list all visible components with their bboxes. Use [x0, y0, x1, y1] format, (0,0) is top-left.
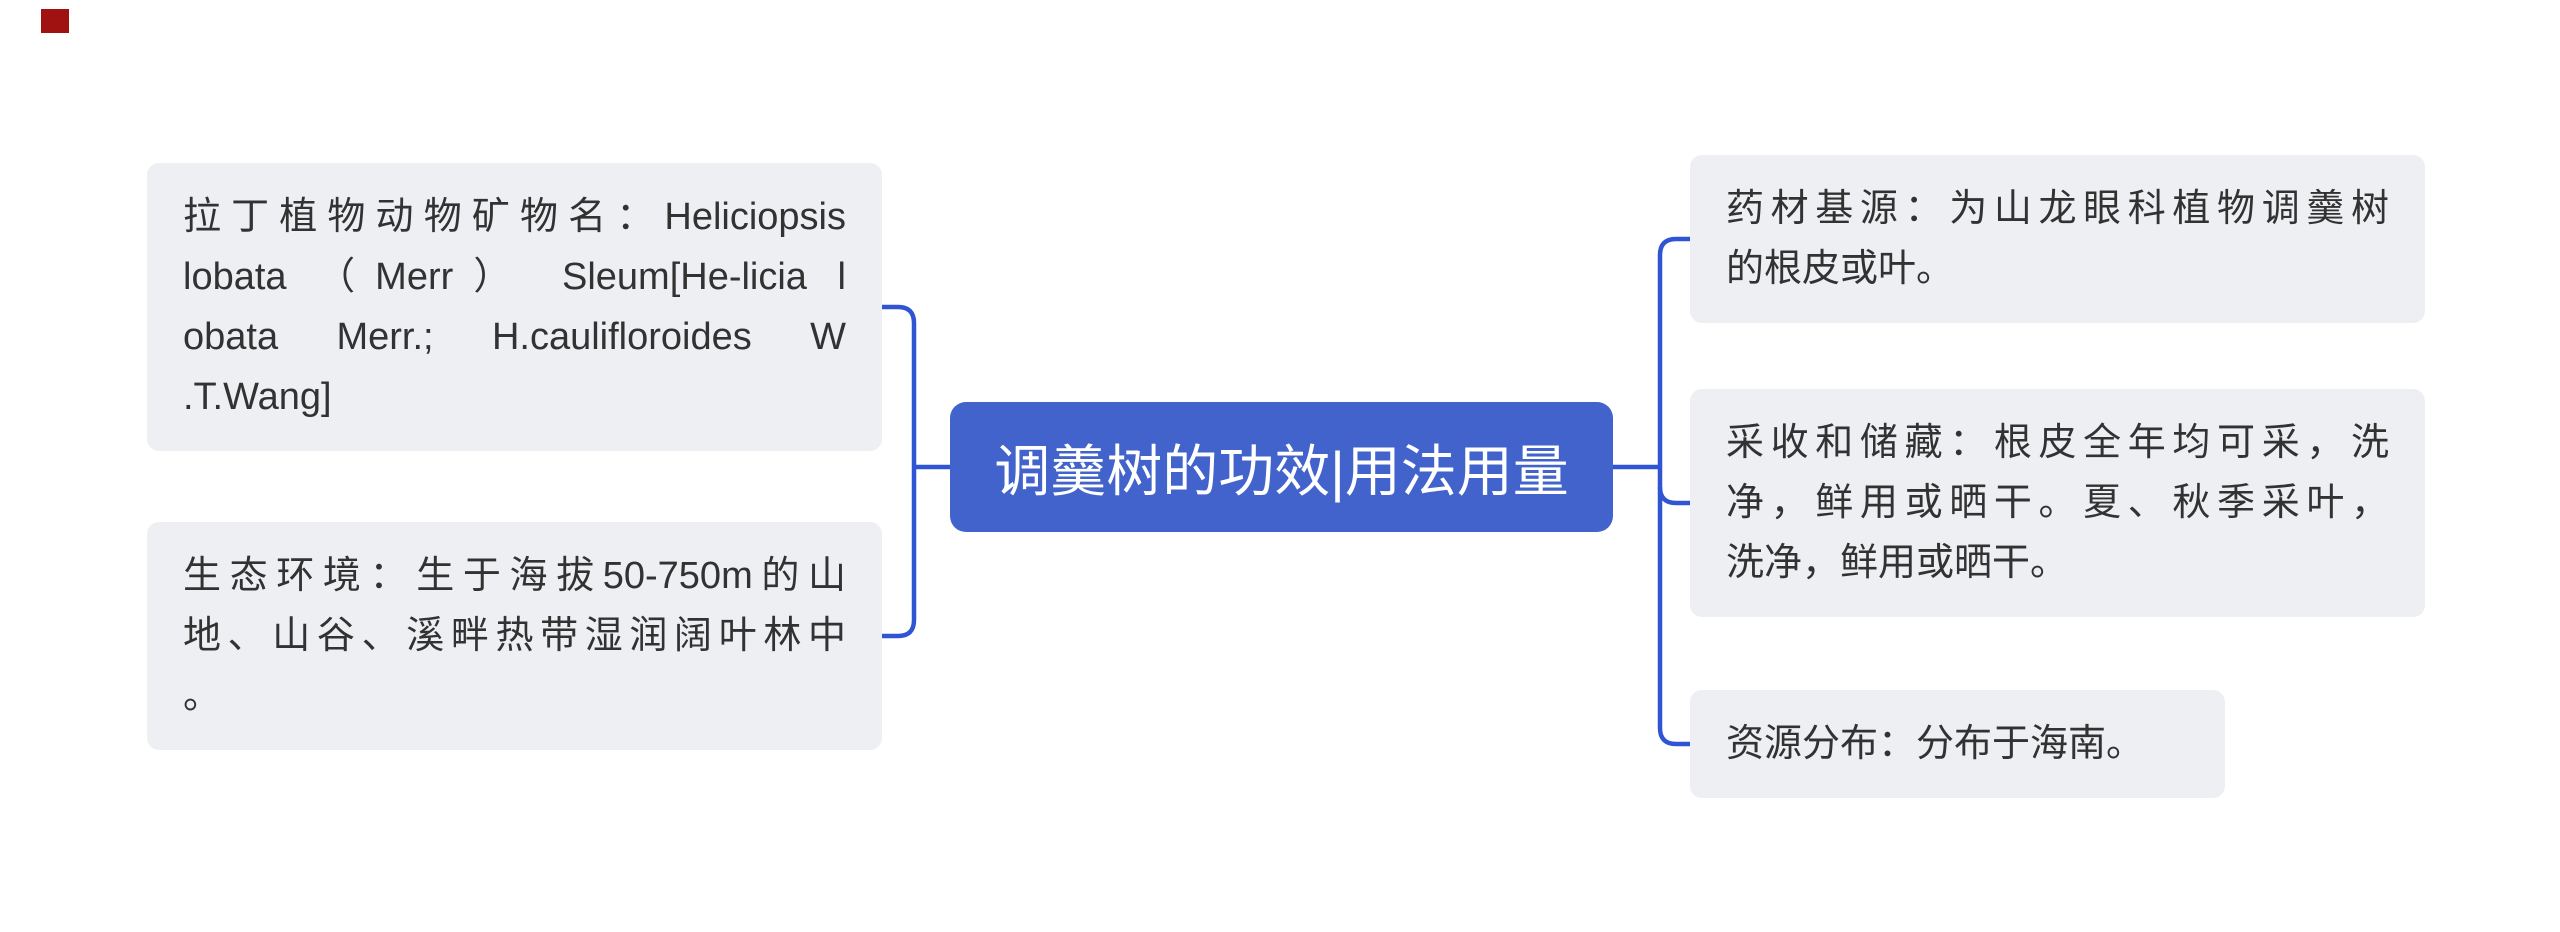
node-text-line: 药材基源：为山龙眼科植物调羹树 — [1726, 188, 2389, 230]
node-text-line: 采收和储藏：根皮全年均可采，洗 — [1726, 422, 2389, 464]
node-text-line: 资源分布：分布于海南。 — [1726, 723, 2145, 765]
branch-node-harvest-storage[interactable]: 采收和储藏：根皮全年均可采，洗 净，鲜用或晒干。夏、秋季采叶， 洗净，鲜用或晒干… — [1690, 389, 2425, 617]
node-text-line: 拉丁植物动物矿物名：Heliciopsis — [183, 196, 846, 238]
node-text-line: 。 — [183, 675, 222, 717]
node-text-line: 净，鲜用或晒干。夏、秋季采叶， — [1726, 482, 2389, 524]
root-node[interactable]: 调羹树的功效|用法用量 — [950, 402, 1613, 532]
branch-node-latin-name[interactable]: 拉丁植物动物矿物名：Heliciopsis lobata （Merr） Sleu… — [147, 163, 882, 451]
root-node-label: 调羹树的功效|用法用量 — [994, 439, 1569, 503]
node-text-line: 地、山谷、溪畔热带湿润阔叶林中 — [183, 615, 846, 657]
node-text-line: .T.Wang] — [183, 376, 332, 418]
node-text-line: 的根皮或叶。 — [1726, 248, 1955, 290]
node-text-line: 生态环境：生于海拔50-750m的山 — [183, 555, 846, 597]
branch-node-ecology[interactable]: 生态环境：生于海拔50-750m的山 地、山谷、溪畔热带湿润阔叶林中 。 — [147, 522, 882, 750]
node-text-line: obata Merr.; H.caulifloroides W — [183, 316, 846, 358]
branch-node-material-source[interactable]: 药材基源：为山龙眼科植物调羹树 的根皮或叶。 — [1690, 155, 2425, 323]
branch-node-distribution[interactable]: 资源分布：分布于海南。 — [1690, 690, 2225, 798]
node-text-line: lobata （Merr） Sleum[He-licia l — [183, 256, 846, 298]
red-corner-marker — [41, 9, 69, 33]
connector-left-bracket — [882, 304, 917, 639]
connector-right-bracket — [1657, 236, 1690, 747]
connector-right-middle-stub — [1657, 486, 1690, 506]
node-text-line: 洗净，鲜用或晒干。 — [1726, 542, 2069, 584]
